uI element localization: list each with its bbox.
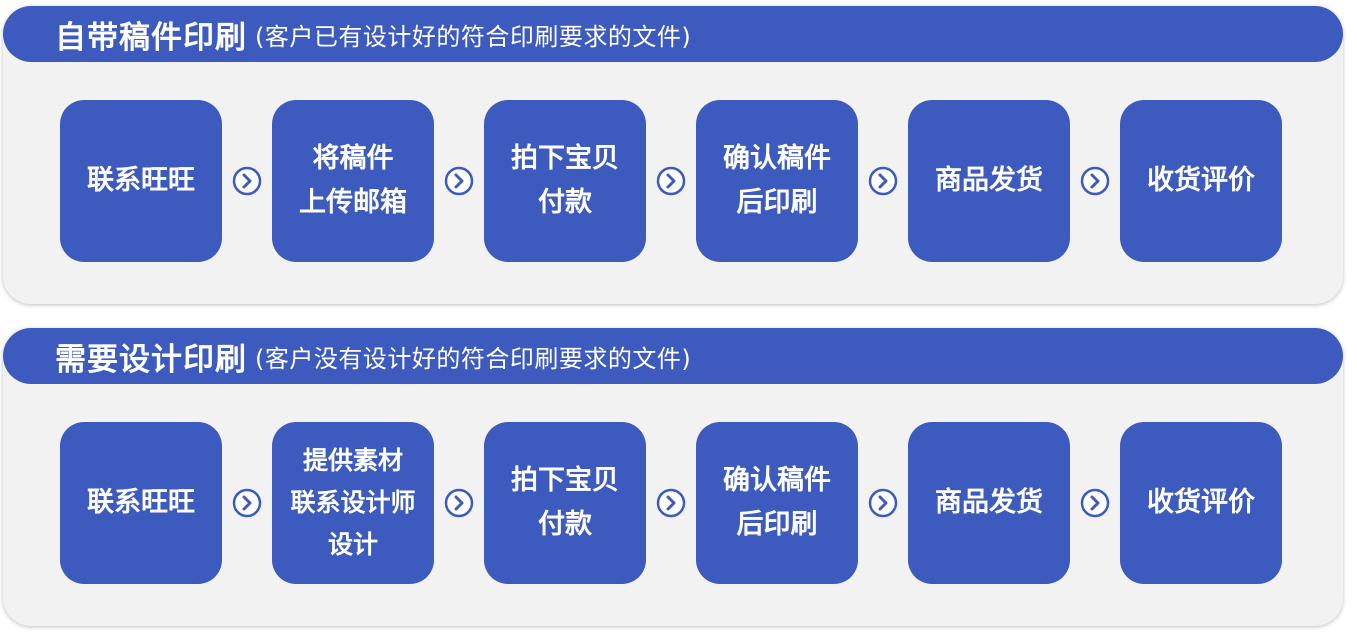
step-label: 商品发货 — [935, 165, 1043, 196]
step-label: 确认稿件 — [723, 465, 831, 496]
chevron-right-circle-icon — [434, 100, 484, 262]
step-contact-wangwang: 联系旺旺 — [60, 100, 222, 262]
chevron-right-circle-icon — [222, 422, 272, 584]
section-own-artwork: 自带稿件印刷 (客户已有设计好的符合印刷要求的文件) 联系旺旺 将稿件 上传邮箱… — [3, 6, 1343, 304]
step-label: 付款 — [538, 187, 592, 218]
step-label: 收货评价 — [1147, 165, 1255, 196]
step-label: 后印刷 — [736, 187, 818, 218]
chevron-right-circle-icon — [434, 422, 484, 584]
step-ship: 商品发货 — [908, 422, 1070, 584]
step-confirm-print: 确认稿件 后印刷 — [696, 422, 858, 584]
step-label: 确认稿件 — [723, 143, 831, 174]
step-label: 联系设计师 — [290, 488, 416, 517]
step-review: 收货评价 — [1120, 422, 1282, 584]
section-title: 自带稿件印刷 — [55, 19, 247, 56]
step-provide-materials: 提供素材 联系设计师 设计 — [272, 422, 434, 584]
section-subtitle: (客户已有设计好的符合印刷要求的文件) — [255, 22, 692, 51]
step-label: 商品发货 — [935, 487, 1043, 518]
step-label: 拍下宝贝 — [511, 465, 619, 496]
step-label: 设计 — [327, 530, 378, 559]
step-label: 拍下宝贝 — [511, 143, 619, 174]
section-need-design: 需要设计印刷 (客户没有设计好的符合印刷要求的文件) 联系旺旺 提供素材 联系设… — [3, 328, 1343, 626]
chevron-right-circle-icon — [646, 422, 696, 584]
step-label: 将稿件 — [312, 143, 394, 174]
section-header: 自带稿件印刷 (客户已有设计好的符合印刷要求的文件) — [3, 6, 1343, 62]
step-label: 收货评价 — [1147, 487, 1255, 518]
step-confirm-print: 确认稿件 后印刷 — [696, 100, 858, 262]
chevron-right-circle-icon — [222, 100, 272, 262]
step-label: 上传邮箱 — [299, 187, 407, 218]
chevron-right-circle-icon — [1070, 100, 1120, 262]
section-title: 需要设计印刷 — [55, 341, 247, 378]
step-order-pay: 拍下宝贝 付款 — [484, 100, 646, 262]
chevron-right-circle-icon — [1070, 422, 1120, 584]
chevron-right-circle-icon — [858, 100, 908, 262]
step-contact-wangwang: 联系旺旺 — [60, 422, 222, 584]
step-label: 联系旺旺 — [87, 487, 195, 518]
step-label: 付款 — [538, 509, 592, 540]
step-label: 提供素材 — [302, 446, 403, 475]
step-ship: 商品发货 — [908, 100, 1070, 262]
section-header: 需要设计印刷 (客户没有设计好的符合印刷要求的文件) — [3, 328, 1343, 384]
section-subtitle: (客户没有设计好的符合印刷要求的文件) — [255, 344, 692, 373]
step-label: 联系旺旺 — [87, 165, 195, 196]
step-label: 后印刷 — [736, 509, 818, 540]
chevron-right-circle-icon — [646, 100, 696, 262]
step-upload-email: 将稿件 上传邮箱 — [272, 100, 434, 262]
chevron-right-circle-icon — [858, 422, 908, 584]
step-flow: 联系旺旺 提供素材 联系设计师 设计 拍下宝贝 付款 确认稿件 后印刷 商品发货 — [60, 422, 1282, 584]
step-order-pay: 拍下宝贝 付款 — [484, 422, 646, 584]
step-review: 收货评价 — [1120, 100, 1282, 262]
step-flow: 联系旺旺 将稿件 上传邮箱 拍下宝贝 付款 确认稿件 后印刷 商品发货 — [60, 100, 1282, 262]
